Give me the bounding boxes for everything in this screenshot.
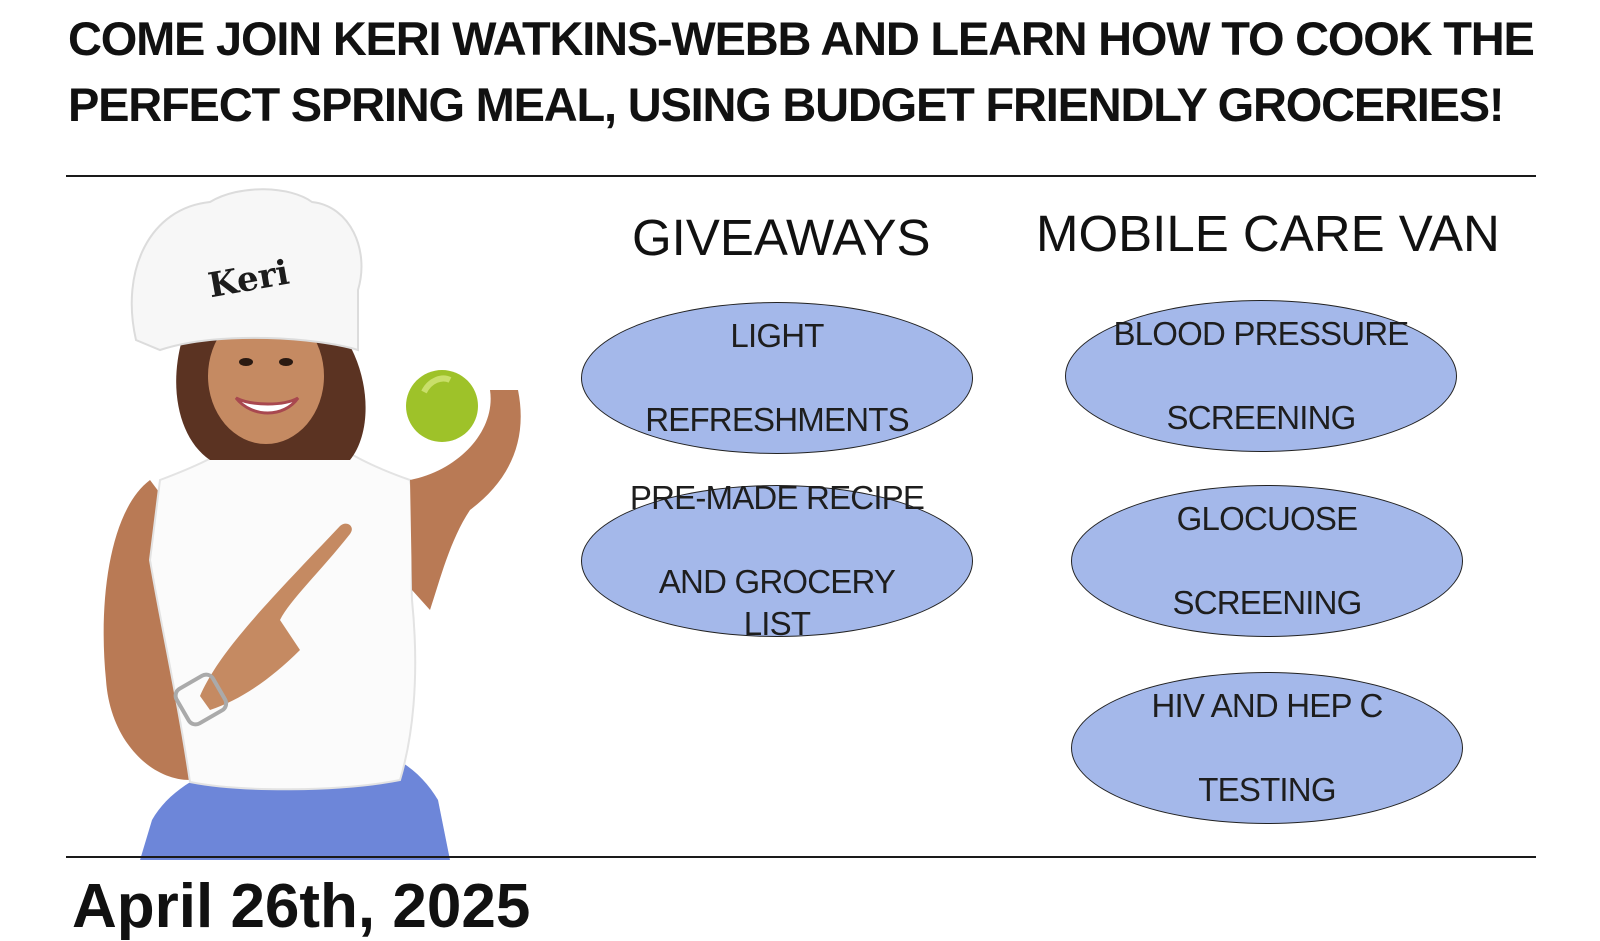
mobile-van-item-label-line-2: SCREENING xyxy=(1166,399,1357,436)
headline-line-2: PERFECT SPRING MEAL, USING BUDGET FRIEND… xyxy=(68,78,1505,131)
giveaway-item-label-line-1: PRE-MADE RECIPE xyxy=(629,479,925,516)
giveaway-item-recipe-and-grocery-list: PRE-MADE RECIPE AND GROCERY LIST xyxy=(581,479,973,642)
apple-highlight xyxy=(421,375,452,394)
chef-smile xyxy=(234,396,300,415)
chef-bracelets xyxy=(173,672,229,727)
event-date: April 26th, 2025 xyxy=(72,872,531,941)
chef-pointing-hand xyxy=(200,523,352,710)
giveaway-item-label-line-2: REFRESHMENTS xyxy=(645,401,909,438)
chef-hat xyxy=(130,188,363,352)
mobile-van-item-glucose: GLOCUOSE SCREENING xyxy=(1071,485,1463,637)
mobile-van-item-label-line-1: BLOOD PRESSURE xyxy=(1113,315,1409,352)
chef-face xyxy=(208,308,324,444)
mobile-van-item-label-line-2: TESTING xyxy=(1198,771,1336,808)
chef-right-arm xyxy=(410,390,521,610)
giveaways-title: GIVEAWAYS xyxy=(632,209,931,266)
chef-illustration: Keri xyxy=(103,188,521,860)
event-flyer: COME JOIN KERI WATKINS-WEBB AND LEARN HO… xyxy=(66,6,1568,941)
headline: COME JOIN KERI WATKINS-WEBB AND LEARN HO… xyxy=(68,6,1568,138)
mobile-van-item-blood-pressure: BLOOD PRESSURE SCREENING xyxy=(1065,300,1457,452)
headline-line-1: COME JOIN KERI WATKINS-WEBB AND LEARN HO… xyxy=(68,12,1535,65)
bottom-divider xyxy=(66,856,1536,858)
giveaway-item-light-refreshments: LIGHT REFRESHMENTS xyxy=(581,302,973,454)
chef-eye-left xyxy=(239,358,253,366)
chef-eye-right xyxy=(279,358,293,366)
giveaway-item-label-line-2: AND GROCERY LIST xyxy=(658,563,896,642)
mobile-van-item-label-line-1: GLOCUOSE xyxy=(1176,500,1358,537)
top-divider xyxy=(66,175,1536,177)
mobile-van-item-label-line-1: HIV AND HEP C xyxy=(1151,687,1383,724)
mobile-van-item-hiv-hep-c: HIV AND HEP C TESTING xyxy=(1071,672,1463,824)
mobile-van-item-label-line-2: SCREENING xyxy=(1172,584,1363,621)
mobile-care-van-title: MOBILE CARE VAN xyxy=(1036,205,1500,262)
giveaway-item-label-line-1: LIGHT xyxy=(730,317,824,354)
